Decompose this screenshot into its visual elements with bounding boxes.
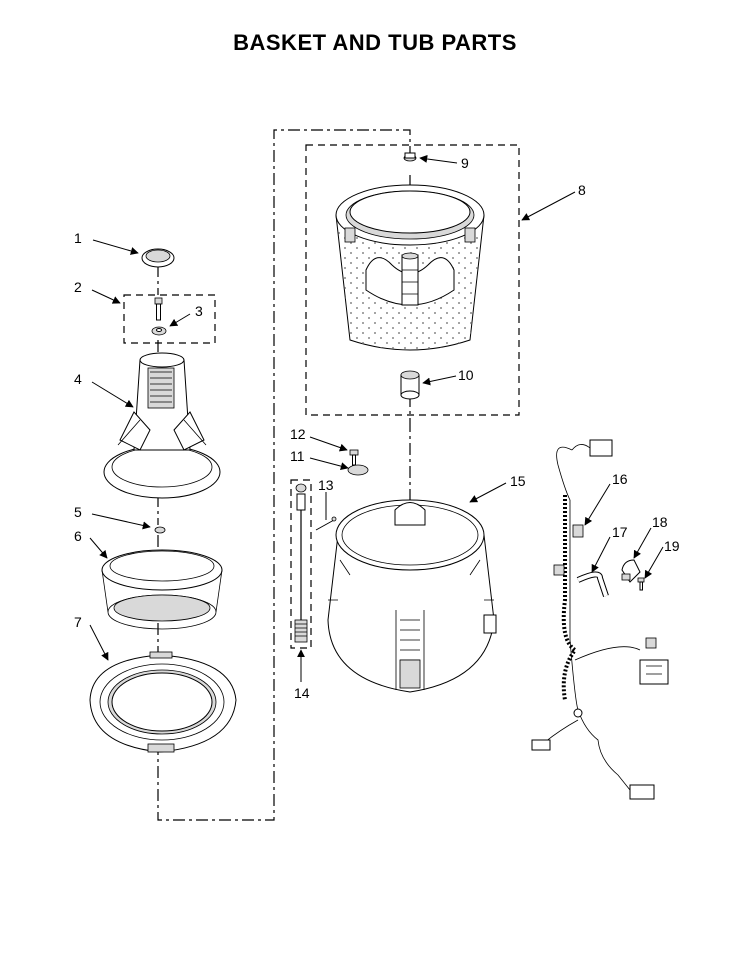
part-14-group-box — [290, 479, 312, 649]
part-14-suspension-rod — [294, 483, 308, 643]
leader-7 — [89, 624, 109, 661]
part-8-basket — [335, 184, 485, 351]
callout-5: 5 — [74, 504, 82, 520]
callout-12: 12 — [290, 426, 306, 442]
part-16-wire-harness — [531, 439, 669, 800]
part-1-cap — [141, 248, 175, 268]
leader-10 — [422, 375, 457, 386]
part-12-screw — [349, 449, 359, 466]
leader-4 — [91, 381, 134, 408]
leader-16 — [584, 483, 611, 526]
leader-15 — [469, 482, 507, 503]
leader-6 — [89, 537, 108, 559]
callout-15: 15 — [510, 473, 526, 489]
leader-5 — [91, 513, 151, 530]
callout-16: 16 — [612, 471, 628, 487]
part-19-screw — [637, 577, 645, 591]
assembly-centerline — [157, 129, 411, 821]
callout-11: 11 — [290, 448, 305, 464]
callout-14: 14 — [294, 685, 310, 701]
page-title: BASKET AND TUB PARTS — [233, 30, 517, 55]
part-10-hub — [400, 370, 420, 400]
leader-1 — [92, 239, 139, 255]
leader-9 — [419, 155, 458, 164]
callout-6: 6 — [74, 528, 82, 544]
part-5-seal — [154, 526, 166, 534]
leader-3 — [169, 313, 191, 327]
part-7-tub-ring — [89, 651, 237, 753]
leader-11 — [309, 457, 349, 471]
leader-8 — [521, 191, 576, 221]
part-2-group-box — [123, 294, 216, 344]
callout-17: 17 — [612, 524, 628, 540]
part-13-pin — [315, 516, 337, 531]
callout-8: 8 — [578, 182, 586, 198]
part-8-group-box — [305, 144, 520, 416]
callout-1: 1 — [74, 230, 82, 246]
part-15-outer-tub — [327, 499, 497, 693]
callout-9: 9 — [461, 155, 469, 171]
callout-10: 10 — [458, 367, 474, 383]
leader-18 — [633, 527, 652, 559]
leader-19 — [644, 546, 664, 579]
callout-3: 3 — [195, 303, 203, 319]
part-18-switch — [621, 559, 641, 583]
part-4-impeller — [103, 352, 221, 499]
leader-12 — [309, 436, 348, 452]
leader-2 — [91, 289, 121, 304]
callout-4: 4 — [74, 371, 82, 387]
callout-7: 7 — [74, 614, 82, 630]
callout-18: 18 — [652, 514, 668, 530]
part-17-hose — [576, 571, 609, 597]
callout-19: 19 — [664, 538, 680, 554]
part-3-washer — [151, 326, 167, 336]
part-2-bolt — [154, 297, 163, 321]
callout-13: 13 — [318, 477, 334, 493]
part-6-ring — [101, 549, 223, 630]
part-11-bracket — [347, 464, 369, 476]
leader-17 — [591, 536, 611, 573]
callout-2: 2 — [74, 279, 82, 295]
part-9-nut — [403, 152, 417, 162]
